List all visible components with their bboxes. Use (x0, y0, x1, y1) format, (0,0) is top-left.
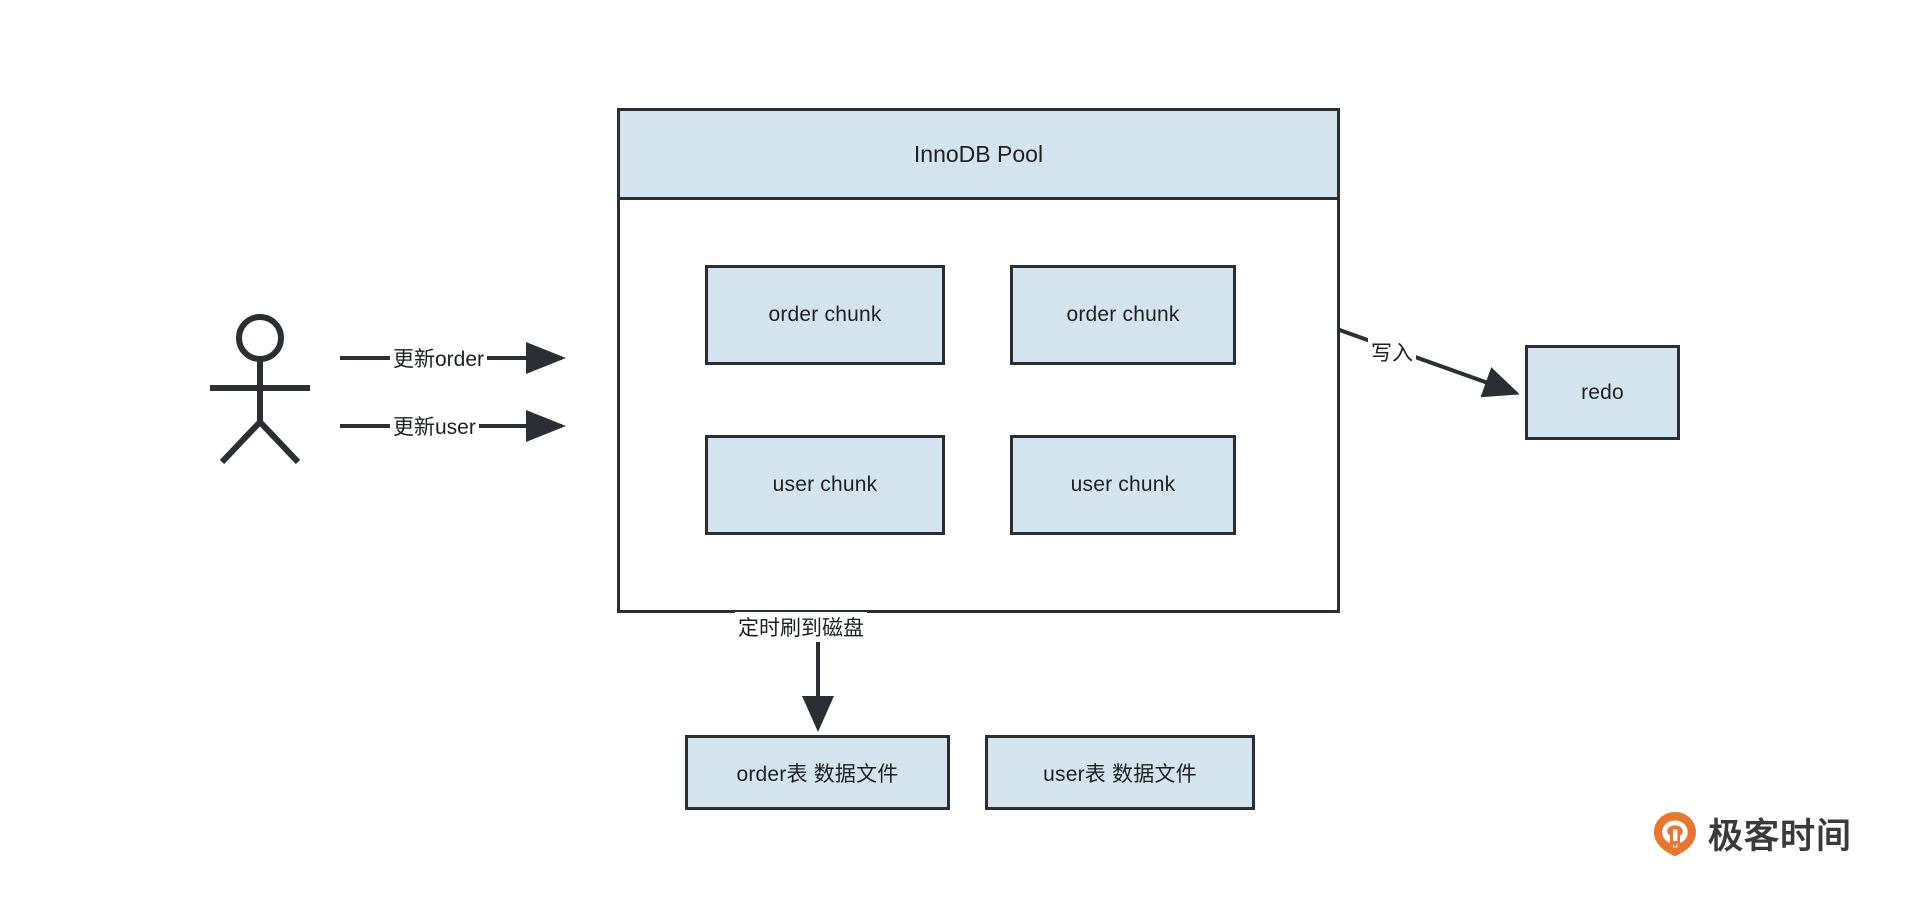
brand-logo: 极客时间 (1652, 808, 1852, 859)
edge-label-update-order: 更新order (390, 343, 488, 373)
geektime-logo-icon (1654, 811, 1696, 856)
datafile-label: order表 数据文件 (736, 762, 899, 786)
chunk-label: order chunk (1066, 303, 1180, 326)
chunk-box-user-2[interactable]: user chunk (1010, 435, 1236, 535)
chunk-box-order-2[interactable]: order chunk (1010, 265, 1236, 365)
datafile-box-order[interactable]: order表 数据文件 (685, 735, 950, 810)
chunk-label: order chunk (768, 303, 882, 326)
innodb-pool-header: InnoDB Pool (617, 108, 1340, 200)
actor-user-icon (210, 314, 310, 465)
chunk-box-order-1[interactable]: order chunk (705, 265, 945, 365)
datafile-box-user[interactable]: user表 数据文件 (985, 735, 1255, 810)
redo-label: redo (1581, 380, 1624, 404)
edge-label-write-redo: 写入 (1368, 337, 1416, 367)
innodb-pool-title: InnoDB Pool (913, 140, 1044, 167)
edge-label-flush-disk: 定时刷到磁盘 (735, 612, 867, 642)
chunk-box-user-1[interactable]: user chunk (705, 435, 945, 535)
datafile-label: user表 数据文件 (1043, 762, 1197, 786)
brand-name: 极客时间 (1708, 817, 1853, 856)
edge-label-update-user: 更新user (390, 411, 479, 441)
redo-log-box[interactable]: redo (1525, 345, 1680, 440)
chunk-label: user chunk (1070, 473, 1176, 496)
chunk-label: user chunk (772, 473, 878, 496)
